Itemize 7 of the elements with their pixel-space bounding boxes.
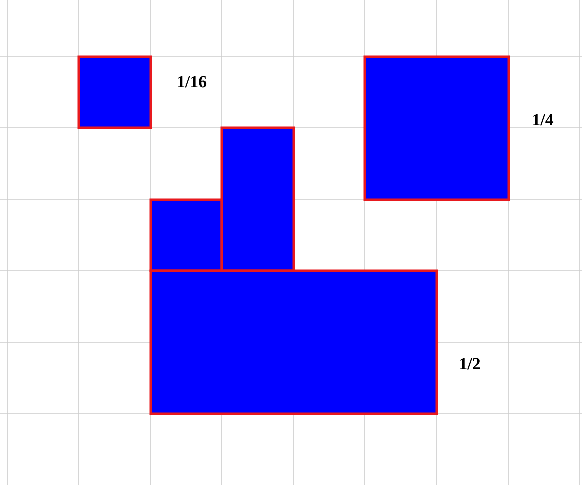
fraction-label: 1/4 bbox=[534, 114, 554, 126]
fraction-label: 1/2 bbox=[460, 358, 480, 370]
shaded-square bbox=[78, 56, 152, 130]
shaded-square bbox=[220, 126, 296, 272]
shaded-square bbox=[150, 198, 224, 272]
shaded-square bbox=[364, 56, 510, 202]
fraction-label: 1/16 bbox=[178, 76, 207, 88]
